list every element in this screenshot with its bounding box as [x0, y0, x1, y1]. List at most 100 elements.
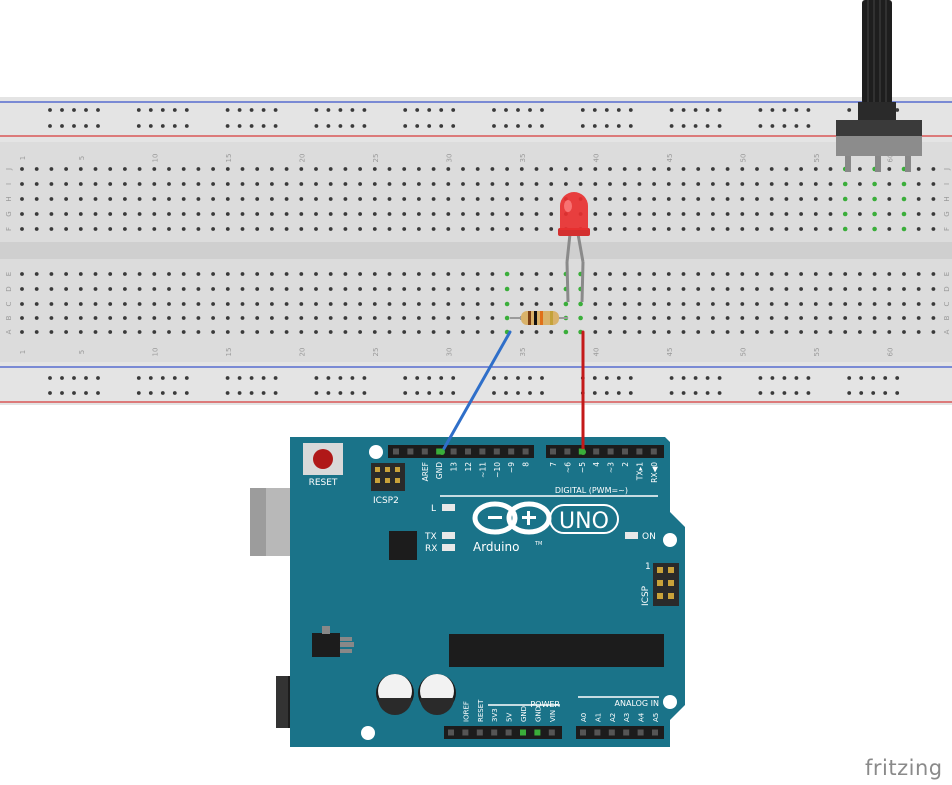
rail-hole	[604, 391, 609, 395]
breadboard-hole	[123, 316, 127, 320]
breadboard-hole	[916, 212, 921, 216]
rail-hole	[540, 376, 544, 380]
header-pin	[580, 729, 586, 736]
breadboard-hole	[34, 302, 39, 306]
rail-hole	[592, 124, 597, 128]
breadboard-hole	[681, 302, 686, 306]
rail-hole	[847, 108, 852, 112]
breadboard-hole	[519, 197, 524, 201]
breadboard-hole	[93, 167, 98, 171]
breadboard-hole	[872, 316, 877, 320]
breadboard-hole	[93, 197, 98, 201]
breadboard-hole	[740, 212, 745, 216]
breadboard-hole	[78, 272, 83, 276]
breadboard-hole	[475, 302, 480, 306]
breadboard-hole	[446, 302, 451, 306]
breadboard-hole	[608, 272, 612, 276]
breadboard-hole	[725, 272, 730, 276]
rail-hole	[60, 376, 64, 380]
breadboard-hole	[490, 227, 495, 231]
reset-button-cap[interactable]	[313, 449, 333, 469]
breadboard-hole	[181, 287, 186, 291]
fritzing-watermark: fritzing	[865, 756, 943, 780]
row-label: A	[943, 329, 951, 334]
breadboard-hole	[504, 315, 510, 321]
breadboard-hole	[284, 227, 289, 231]
breadboard-hole	[534, 287, 539, 291]
breadboard-hole	[314, 316, 318, 320]
breadboard-hole	[49, 272, 54, 276]
breadboard-hole	[167, 272, 171, 276]
rail-hole	[705, 391, 710, 395]
breadboard-hole	[652, 287, 656, 291]
breadboard-hole	[755, 272, 759, 276]
rail-hole	[326, 108, 331, 112]
breadboard-hole	[328, 167, 333, 171]
breadboard-hole	[490, 272, 495, 276]
breadboard-hole	[784, 287, 789, 291]
icsp2-label: ICSP2	[373, 496, 399, 506]
breadboard-hole	[108, 302, 113, 306]
mount-hole	[361, 726, 375, 740]
breadboard-hole	[681, 330, 686, 334]
breadboard-hole	[123, 227, 127, 231]
breadboard-hole	[299, 302, 304, 306]
digital-pin-label: ~10	[493, 462, 502, 478]
column-label: 50	[739, 154, 747, 163]
breadboard-hole	[534, 167, 539, 171]
breadboard-hole	[799, 316, 803, 320]
rail-hole	[84, 124, 88, 128]
analog-pin-label: A0	[580, 713, 588, 722]
breadboard-hole	[725, 330, 730, 334]
breadboard-hole	[152, 212, 157, 216]
breadboard-hole	[887, 197, 892, 201]
icsp-pin	[668, 593, 674, 599]
rail-hole	[504, 108, 508, 112]
breadboard-hole	[916, 302, 921, 306]
breadboard-hole	[711, 227, 715, 231]
breadboard-hole	[769, 227, 774, 231]
breadboard-hole	[152, 330, 157, 334]
breadboard-hole	[725, 182, 730, 186]
breadboard-hole	[343, 316, 348, 320]
header-pin	[652, 729, 658, 736]
breadboard-hole	[843, 272, 848, 276]
rail-hole	[717, 108, 722, 112]
breadboard-hole	[446, 330, 451, 334]
breadboard-hole	[284, 302, 289, 306]
rail-hole	[184, 108, 189, 112]
breadboard-hole	[813, 167, 818, 171]
breadboard-hole	[872, 181, 877, 187]
rail-hole	[148, 376, 153, 380]
icsp2-pin	[385, 478, 390, 483]
rail-hole	[160, 376, 165, 380]
header-pin	[465, 448, 471, 455]
breadboard-hole	[725, 212, 730, 216]
breadboard-hole	[872, 196, 877, 202]
regulator-pin	[340, 642, 354, 647]
led-leg-right	[576, 233, 585, 263]
breadboard-hole	[872, 211, 877, 217]
breadboard-hole	[931, 316, 936, 320]
breadboard-hole	[49, 302, 54, 306]
breadboard-hole	[622, 287, 627, 291]
breadboard-hole	[461, 272, 465, 276]
breadboard-hole	[387, 287, 392, 291]
rail-hole	[249, 124, 254, 128]
rail-hole	[504, 391, 508, 395]
breadboard-hole	[461, 197, 465, 201]
rail-hole	[859, 391, 864, 395]
breadboard-hole	[34, 272, 39, 276]
breadboard-hole	[916, 287, 921, 291]
breadboard-hole	[858, 272, 862, 276]
breadboard-hole	[769, 330, 774, 334]
breadboard-hole	[64, 302, 68, 306]
breadboard-hole	[828, 287, 833, 291]
breadboard-hole	[696, 197, 701, 201]
rail-hole	[362, 376, 367, 380]
breadboard-hole	[123, 182, 127, 186]
breadboard-hole	[637, 227, 642, 231]
breadboard-hole	[872, 272, 877, 276]
digital-header-right	[546, 445, 664, 458]
breadboard-hole	[49, 197, 54, 201]
